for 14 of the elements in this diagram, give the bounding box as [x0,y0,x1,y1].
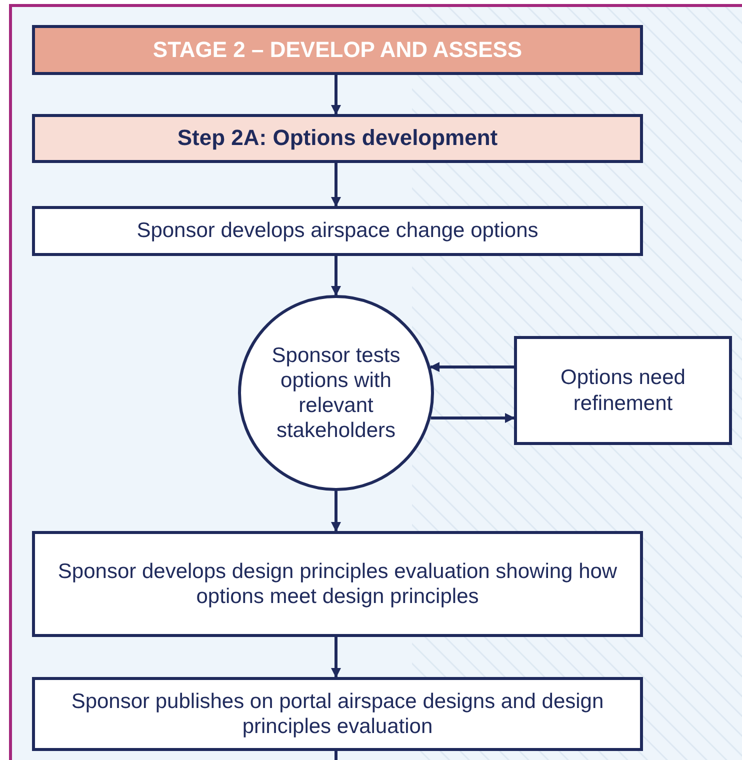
stage-header-box: STAGE 2 – DEVELOP AND ASSESS [32,25,643,75]
arrow [331,256,341,296]
connector-line [334,751,338,760]
process-box: Sponsor develops design principles evaluation showing how options meet design principles [32,531,643,637]
process-box: Sponsor develops airspace change options [32,206,643,256]
arrow [331,637,341,678]
process-box: Sponsor publishes on portal airspace designs and design principles evaluation [32,677,643,751]
arrow [331,75,341,115]
process-box: Options need refinement [514,336,732,445]
arrow [331,491,341,532]
arrow [430,362,514,372]
step-header-box: Step 2A: Options development [32,114,643,163]
arrow [430,413,515,423]
arrow [331,163,341,207]
